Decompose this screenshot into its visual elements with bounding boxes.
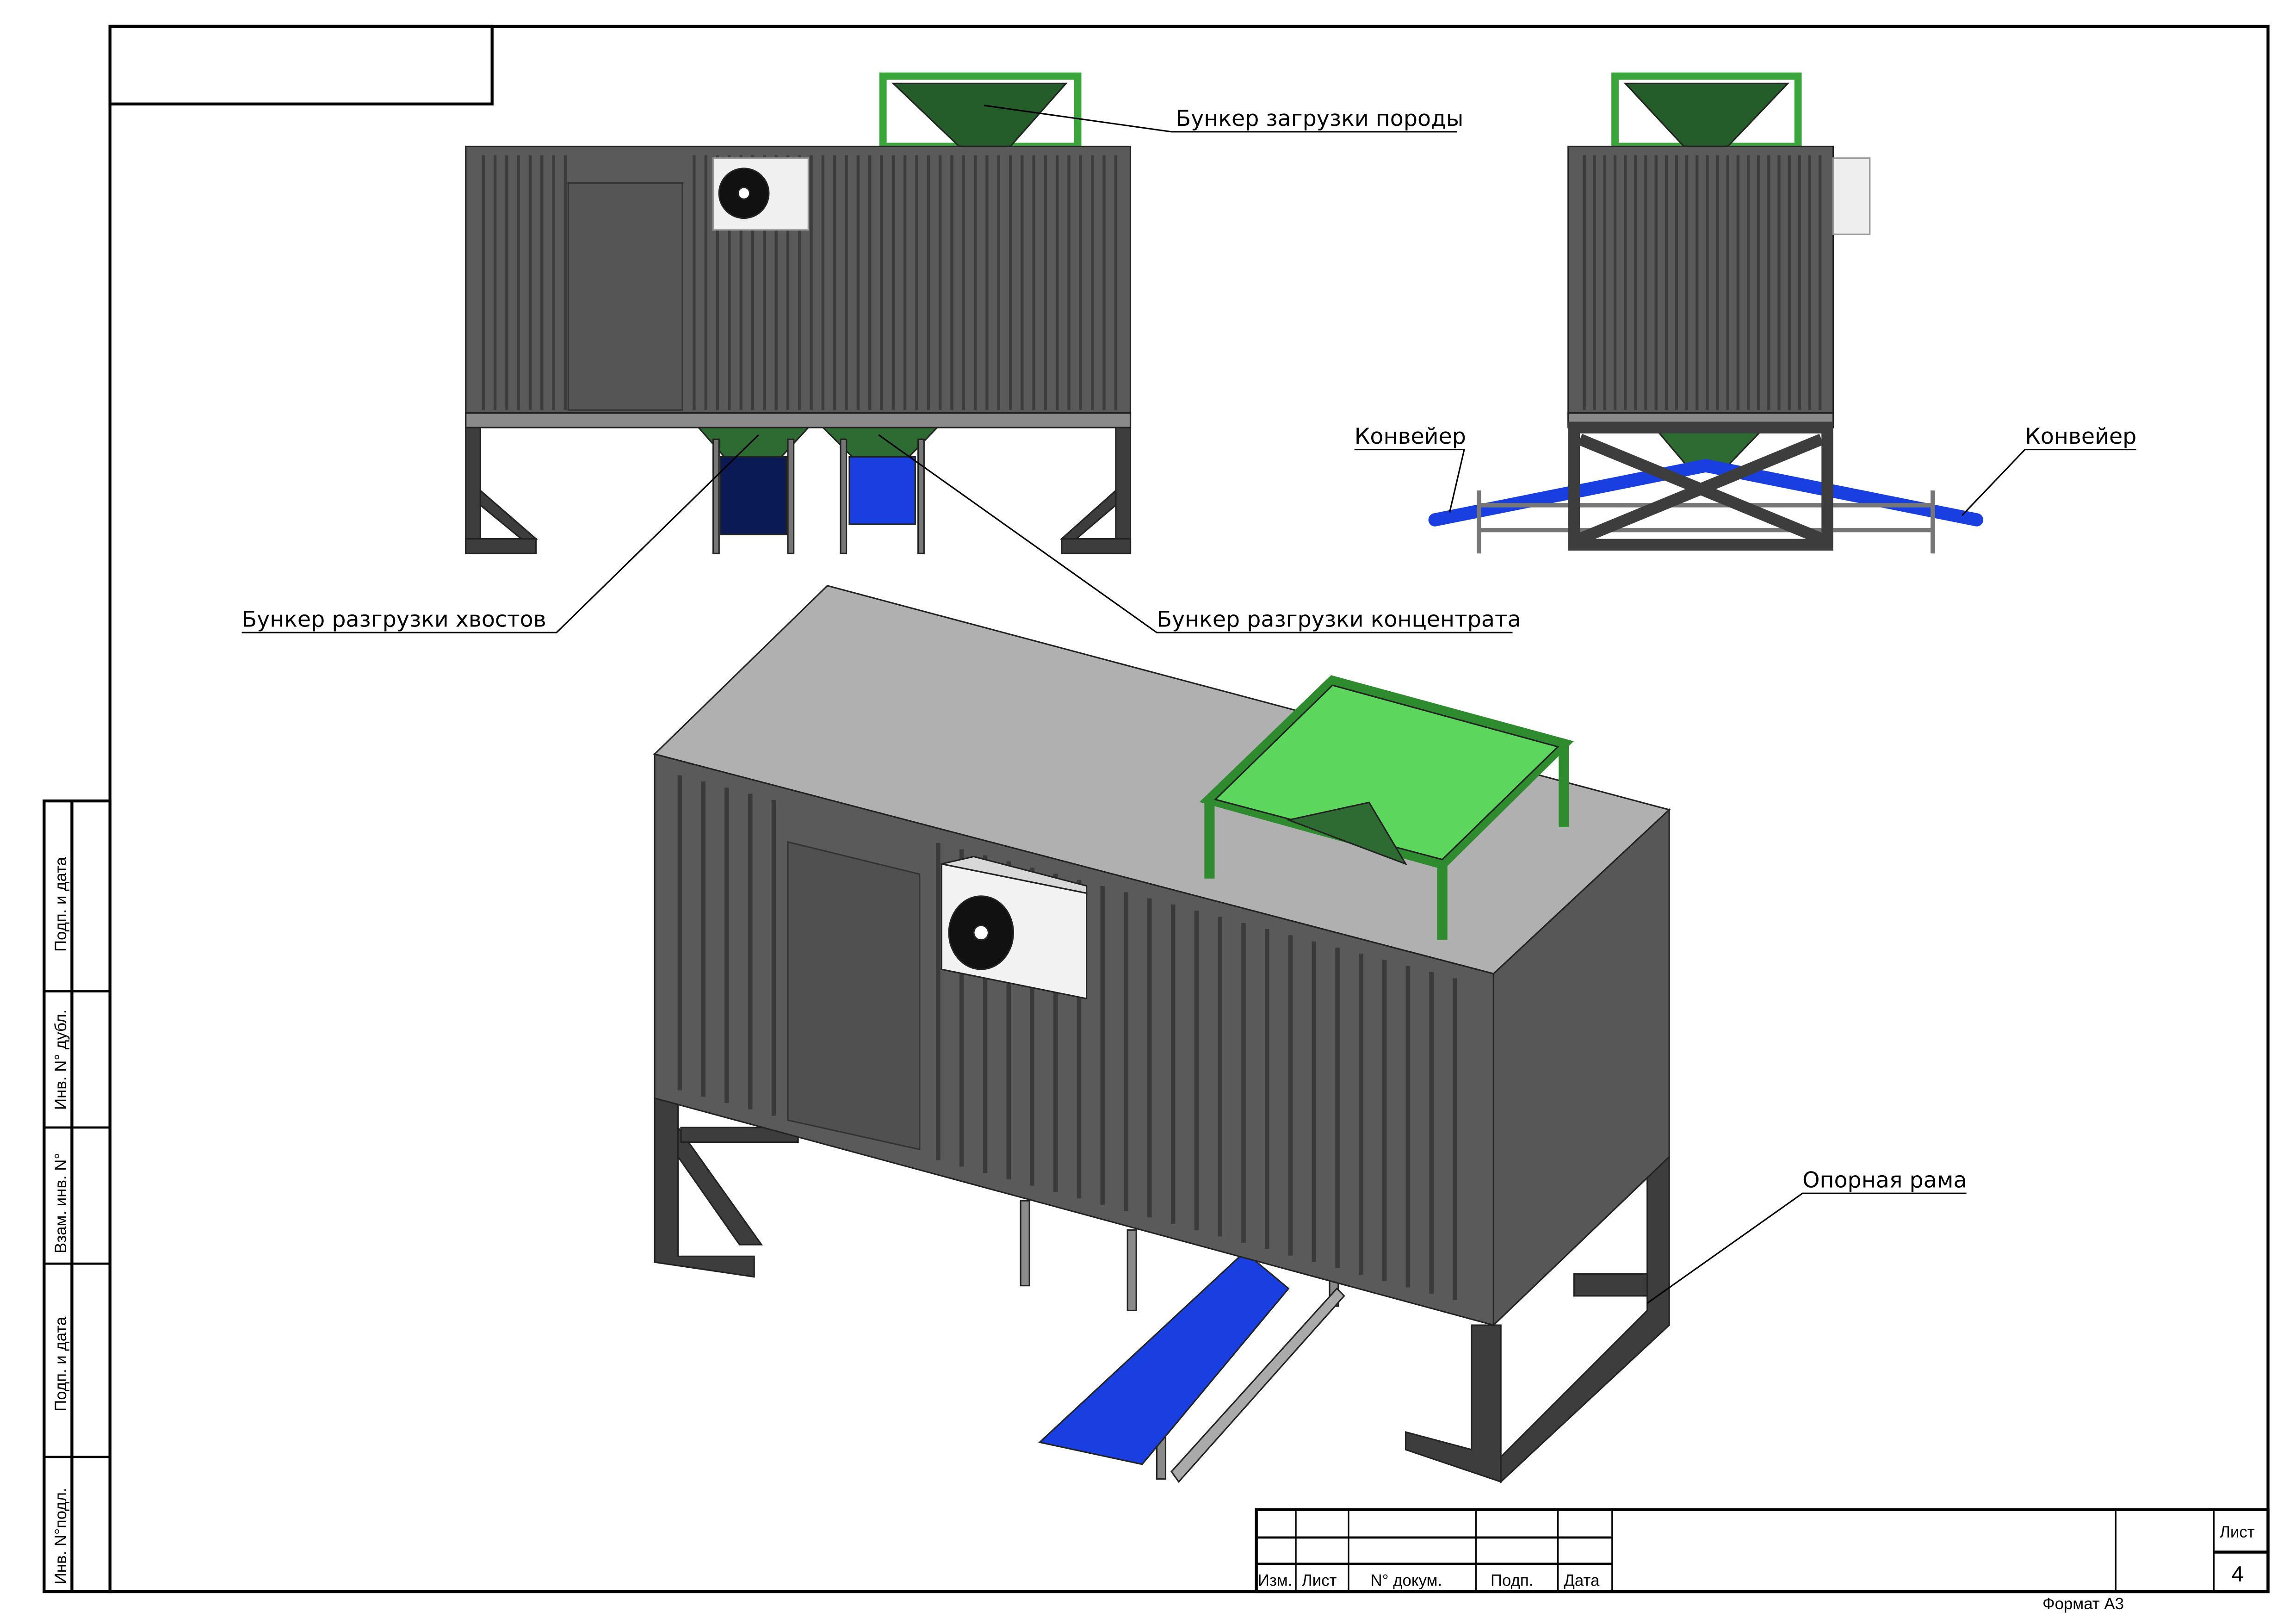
label-conveyor-right: Конвейер <box>2025 424 2136 449</box>
stamp-label: Инв. N°подл. <box>52 1488 70 1584</box>
col-doc: N° докум. <box>1371 1571 1442 1589</box>
sheet-number: 4 <box>2231 1562 2243 1587</box>
col-izm: Изм. <box>1258 1571 1293 1589</box>
stamp-label: Инв. N° дубл. <box>52 1010 70 1110</box>
label-concentrate-hopper: Бункер разгрузки концентрата <box>1157 607 1521 632</box>
isometric-view <box>653 585 1671 1484</box>
label-tailings-hopper: Бункер разгрузки хвостов <box>242 607 546 632</box>
side-view <box>1428 72 1983 554</box>
col-date: Дата <box>1564 1571 1600 1589</box>
side-stamp: Подп. и дата Инв. N° дубл. Взам. инв. N°… <box>43 799 111 1593</box>
front-view <box>465 72 1132 554</box>
col-sign: Подп. <box>1491 1571 1533 1589</box>
stamp-label: Взам. инв. N° <box>52 1153 70 1253</box>
sheet-label: Лист <box>2220 1523 2255 1541</box>
label-loading-hopper: Бункер загрузки породы <box>1176 106 1464 131</box>
col-list: Лист <box>1302 1571 1337 1589</box>
label-support-frame: Опорная рама <box>1802 1168 1967 1193</box>
stamp-label: Подп. и дата <box>52 856 70 952</box>
title-block: Изм. Лист N° докум. Подп. Дата Лист 4 Фо… <box>1255 1508 2270 1613</box>
format-label: Формат А3 <box>2042 1595 2124 1613</box>
label-conveyor-left: Конвейер <box>1355 424 1466 449</box>
callouts: Бункер загрузки породы Бункер разгрузки … <box>242 105 2136 1304</box>
top-left-box <box>108 25 494 105</box>
stamp-label: Подп. и дата <box>52 1316 70 1412</box>
